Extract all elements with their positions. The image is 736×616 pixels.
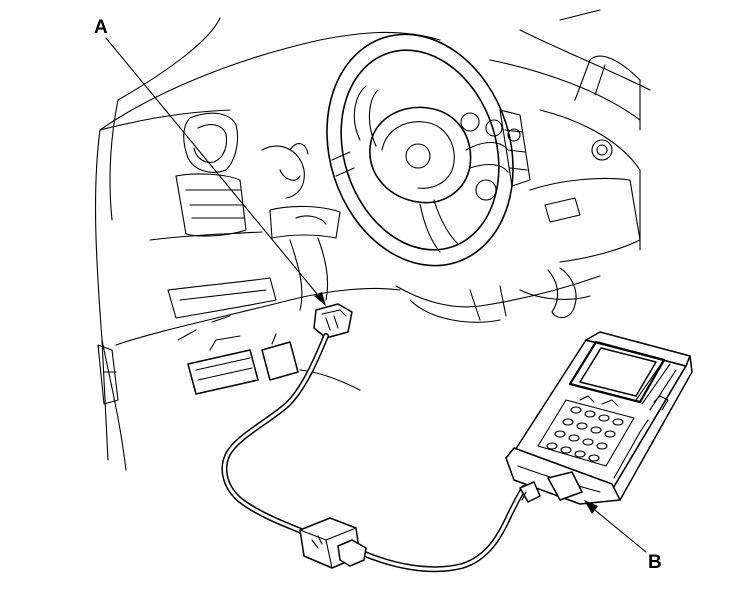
steering-wheel [326,33,514,267]
dashboard-outline [94,9,651,471]
callout-a-leader [105,37,323,301]
callout-a-group: A [94,17,326,306]
callout-label-b: B [648,552,662,573]
scan-tool-cable [221,333,527,573]
dlc-connector [313,303,353,339]
callout-a-arrowhead [314,292,326,306]
callout-b-group: B [584,500,662,573]
callout-label-a: A [94,17,108,38]
scan-tool [505,331,693,505]
callout-b-arrowhead [584,500,598,514]
inline-connector [299,517,367,569]
callout-b-leader [589,505,647,553]
